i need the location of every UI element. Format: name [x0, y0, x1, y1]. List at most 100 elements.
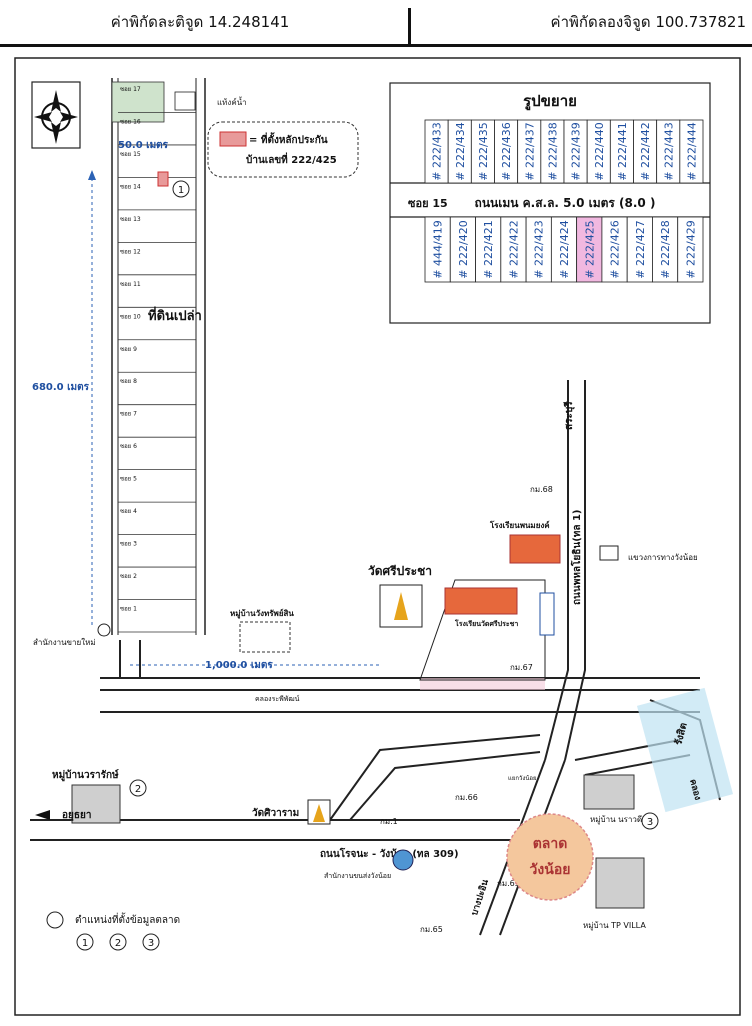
village-narawadee-label: หมู่บ้าน นราวดี	[590, 815, 642, 825]
market-line1: ตลาด	[533, 836, 568, 852]
legend-marker-3: 3	[148, 938, 154, 949]
village-wararak-icon	[71, 784, 121, 824]
school-phanom-icon	[509, 534, 561, 564]
inset-lot-label: # 222/424	[558, 220, 571, 278]
wat-siwa-pagoda-icon	[313, 804, 325, 822]
market-line2: วังน้อย	[530, 862, 571, 878]
inset-lot-label: # 222/421	[482, 220, 495, 278]
soi-label: ซอย 17	[120, 86, 141, 93]
north-arrow-icon: N	[31, 81, 81, 149]
inset-lot-label: # 222/423	[533, 220, 546, 278]
blue-marker	[539, 592, 555, 636]
marker-1-number: 1	[178, 185, 184, 196]
soi-label: ซอย 5	[120, 476, 137, 483]
legend-swatch	[219, 131, 247, 147]
inset-lot	[679, 119, 704, 184]
wat-si-pracha-label: วัดศรีประชา	[368, 564, 432, 578]
km66-label: กม.66	[455, 793, 478, 802]
km1-label: กม.1	[380, 817, 398, 826]
inset-title: รูปขยาย	[523, 92, 577, 111]
inset-lot-label: # 222/440	[593, 122, 606, 180]
marker-2-icon	[129, 779, 147, 797]
green-lot	[111, 81, 165, 123]
village-wang-label: หมู่บ้านวังทรัพย์สิน	[230, 608, 294, 619]
inset-lot-label: # 222/436	[500, 122, 513, 180]
inset-lot	[449, 216, 476, 283]
latitude-label: ค่าพิกัดละติจูด 14.248141	[110, 13, 290, 31]
water-tank-icon	[174, 91, 196, 111]
junction-label: แยกวังน้อย	[508, 775, 537, 782]
km65b-label: กม.65	[420, 925, 443, 934]
inset-lot	[677, 216, 704, 283]
pagoda-icon	[394, 592, 408, 620]
legend-line2: บ้านเลขที่ 222/425	[246, 152, 337, 166]
road-phahon-label: ถนนพหลโยธิน(ทล 1)	[570, 509, 583, 605]
longitude-label: ค่าพิกัดลองจิจูด 100.737821	[550, 13, 746, 31]
dist-1000-label: 1,000.0 เมตร	[205, 660, 273, 671]
inset-enlargement: รูปขยาย ซอย 15 ถนนเมน ค.ส.ล. 5.0 เมตร (8…	[389, 82, 711, 324]
inset-lot-label: # 222/439	[570, 122, 583, 180]
marker-3-icon	[641, 812, 659, 830]
saraburi-label: สระบุรี	[563, 401, 575, 430]
inset-lot	[424, 216, 451, 283]
village-wang-icon	[239, 621, 291, 653]
legend-line1: = ที่ตั้งหลักประกัน	[249, 132, 328, 146]
legend-marker-1-icon	[76, 933, 94, 951]
ayutthaya-label: อยุธยา	[62, 810, 91, 821]
legend-circle-icon	[46, 911, 64, 929]
soi-label: ซอย 1	[120, 606, 137, 613]
soi-label: ซอย 15	[120, 151, 141, 158]
dist-50-label: 50.0 เมตร	[118, 140, 169, 151]
marker-2-number: 2	[135, 784, 141, 795]
office-bottom-label: สำนักงานขนส่งวังน้อย	[324, 872, 391, 880]
water-tank-label: แท้งค์น้ำ	[217, 96, 247, 107]
dist-680-label: 680.0 เมตร	[32, 382, 90, 393]
soi-label: ซอย 6	[120, 443, 137, 450]
inset-lot	[601, 216, 628, 283]
rangsit-label: รังสิต	[672, 721, 690, 746]
road-rojana-label: ถนนโรจนะ - วังน้อย (ทล 309)	[320, 847, 459, 860]
inset-lot	[576, 216, 603, 283]
inset-soi: ซอย 15	[408, 197, 448, 210]
soi-grid: ซอย 17 ซอย 16 ซอย 15 ซอย 14 ซอย 13 ซอย 12 ซอย …	[111, 78, 206, 635]
empty-land-label: ที่ดินเปล่า	[148, 306, 202, 324]
village-wararak-label: หมู่บ้านวรารักษ์	[52, 769, 119, 782]
soi-label: ซอย 12	[120, 248, 141, 255]
inset-lot-label: # 222/442	[639, 122, 652, 180]
inset-lot-label: # 222/425	[583, 220, 596, 278]
highway-office-label: แขวงการทางวังน้อย	[628, 553, 698, 562]
soi-label: ซอย 9	[120, 346, 137, 353]
inset-road-name: ถนนเมน ค.ส.ล. 5.0 เมตร (8.0 )	[475, 196, 656, 210]
soi-label: ซอย 4	[120, 508, 137, 515]
map-frame	[14, 57, 741, 1016]
inset-lot-label: # 222/435	[477, 122, 490, 180]
coordinates-header: ค่าพิกัดละติจูด 14.248141 ค่าพิกัดลองจิจ…	[0, 0, 752, 47]
km68-label: กม.68	[530, 485, 553, 494]
compass-letter: N	[51, 111, 61, 125]
inset-lot-label: # 222/437	[523, 122, 536, 180]
legend-marker-2-icon	[109, 933, 127, 951]
market-circle	[506, 813, 594, 901]
soi-label: ซอย 14	[120, 183, 141, 190]
inset-lot-label: # 222/422	[507, 220, 520, 278]
inset-lot	[475, 216, 502, 283]
inset-lot-label: # 222/429	[684, 220, 697, 278]
header-divider	[408, 8, 411, 44]
inset-lot-label: # 222/420	[457, 220, 470, 278]
soi-label: ซอย 10	[120, 313, 141, 320]
inset-lot-label: # 444/419	[432, 220, 445, 278]
soi-label: ซอย 16	[120, 118, 141, 125]
inset-lot-label: # 222/434	[454, 122, 467, 180]
inset-lot-label: # 222/438	[546, 122, 559, 180]
wat-siwa-label: วัดศิวาราม	[252, 807, 299, 819]
legend-marker-1: 1	[82, 938, 88, 949]
km67-label: กม.67	[510, 663, 533, 672]
legend-callout	[207, 121, 359, 178]
inset-lot	[626, 216, 653, 283]
legend-text: ตำแหน่งที่ตั้งข้อมูลตลาด	[75, 912, 180, 926]
legend-marker-3-icon	[142, 933, 160, 951]
school-wat-label: โรงเรียนวัดศรีประชา	[454, 619, 518, 628]
soi-label: ซอย 13	[120, 216, 141, 223]
village-tp-label: หมู่บ้าน TP VILLA	[583, 921, 646, 931]
soi-label: ซอย 11	[120, 281, 141, 288]
